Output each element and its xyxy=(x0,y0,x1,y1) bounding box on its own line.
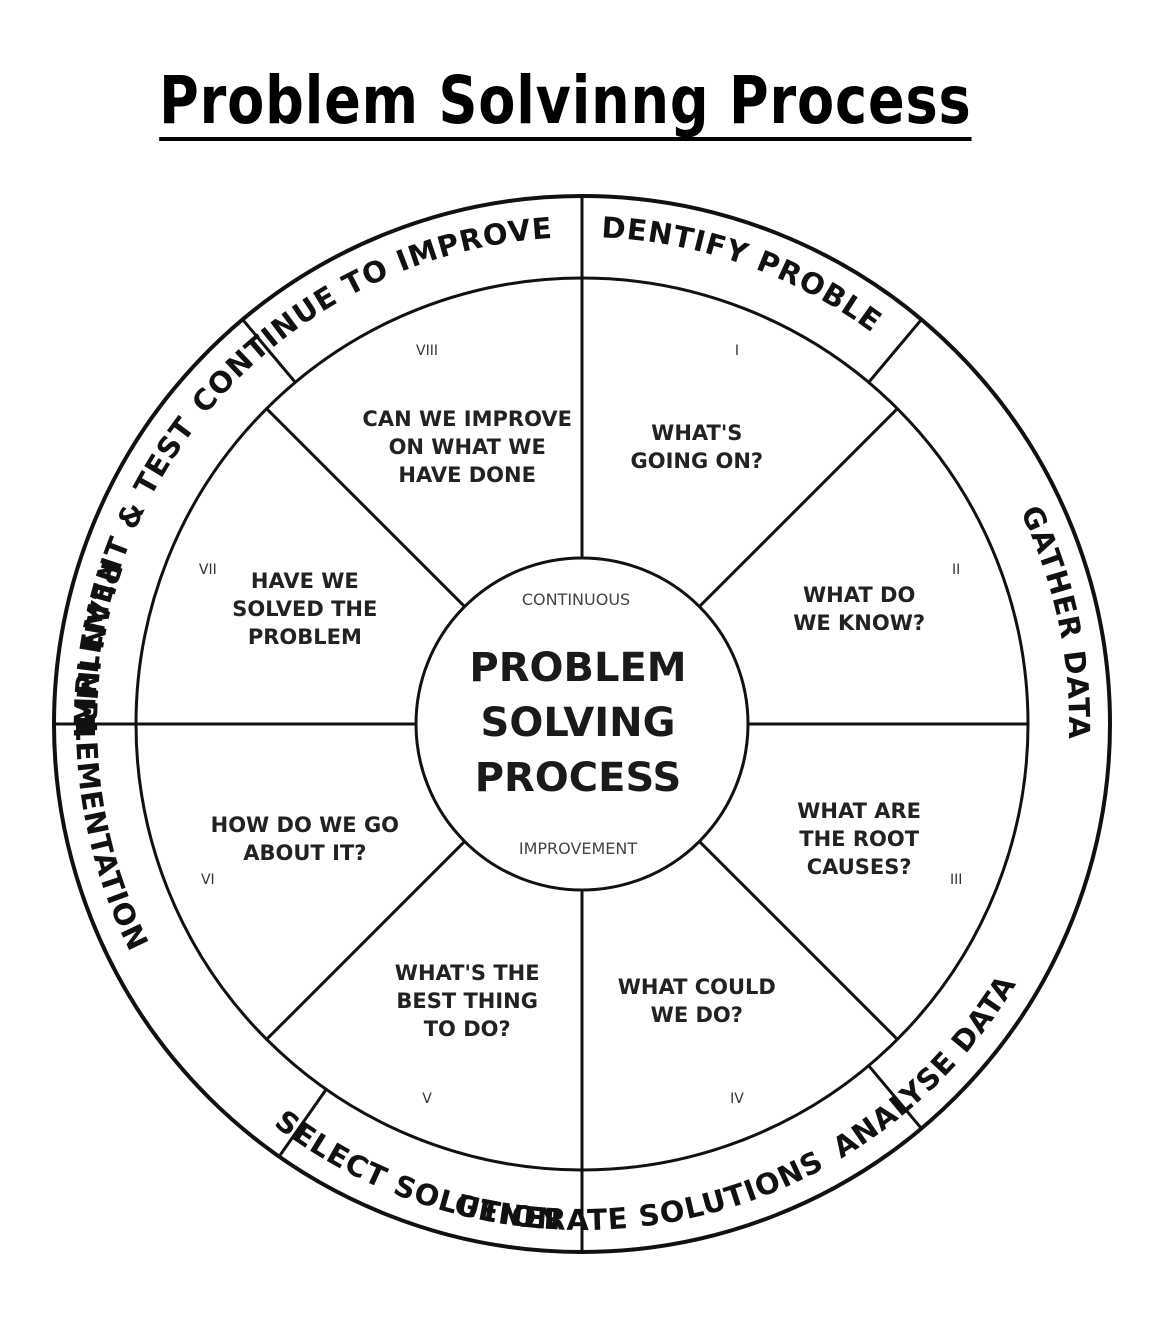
ring-label-text: IDENTIFY PROBLEM xyxy=(0,0,887,339)
segment-question-line: HOW DO WE GO xyxy=(211,813,399,837)
center-line-2: SOLVING xyxy=(481,700,676,746)
segment-question-line: THE ROOT xyxy=(799,827,919,851)
ring-label: IMPLEMENT & TEST xyxy=(68,410,202,738)
page-title: Problem Solvinng Process xyxy=(0,62,1130,139)
segment-question-line: HAVE WE xyxy=(251,569,359,593)
center-line-3: PROCESS xyxy=(475,755,682,801)
ring-label-text: IMPLEMENT & TEST xyxy=(68,410,201,738)
segment-numeral: II xyxy=(952,562,960,578)
inner-spoke xyxy=(265,840,466,1041)
ring-divider xyxy=(241,318,297,384)
segment-question-line: WHAT'S xyxy=(651,421,742,445)
segment-numeral: V xyxy=(422,1091,432,1107)
spokes xyxy=(54,196,1028,1252)
segment-question-line: CAUSES? xyxy=(807,855,912,879)
ring-divider xyxy=(867,318,923,384)
segment-question-line: WHAT DO xyxy=(803,583,915,607)
ring-divider xyxy=(277,1088,328,1158)
segment: WHAT'S THE BEST THING TO DO? V xyxy=(395,961,540,1107)
segment-numeral: VII xyxy=(199,562,217,578)
page-title-text: Problem Solvinng Process xyxy=(158,62,972,139)
segment-numeral: I xyxy=(735,343,739,359)
segment-question-line: WE DO? xyxy=(651,1003,743,1027)
segment: WHAT COULD WE DO? IV xyxy=(618,975,776,1107)
segment-numeral: VI xyxy=(201,872,215,888)
segment: CAN WE IMPROVE ON WHAT WE HAVE DONE VIII xyxy=(362,343,572,487)
segment-question-line: GOING ON? xyxy=(630,449,763,473)
segment: HOW DO WE GO ABOUT IT? VI xyxy=(201,813,399,888)
center-bottom-text: IMPROVEMENT xyxy=(519,839,638,858)
inner-spoke xyxy=(698,407,899,608)
segment: WHAT'S GOING ON? I xyxy=(630,343,763,473)
inner-spoke xyxy=(265,407,466,608)
segment-question-line: WHAT COULD xyxy=(618,975,776,999)
segments: WHAT'S GOING ON? I WHAT DO WE KNOW? II WHAT AR… xyxy=(199,343,962,1107)
segment-question-line: SOLVED THE xyxy=(232,597,377,621)
segment-numeral: IV xyxy=(730,1091,744,1107)
segment-question-line: WHAT ARE xyxy=(797,799,921,823)
segment-question-line: WHAT'S THE xyxy=(395,961,540,985)
segment-question-line: CAN WE IMPROVE xyxy=(362,407,572,431)
center-top-text: CONTINUOUS xyxy=(522,590,630,609)
segment-question-line: ON WHAT WE xyxy=(389,435,546,459)
segment-question-line: ABOUT IT? xyxy=(243,841,366,865)
segment-question-line: HAVE DONE xyxy=(398,463,536,487)
segment: HAVE WE SOLVED THE PROBLEM VII xyxy=(199,562,377,649)
ring-label: SELECT SOLUTION xyxy=(269,1103,563,1237)
segment-question-line: PROBLEM xyxy=(248,625,362,649)
ring-divider xyxy=(867,1064,923,1130)
segment-question-line: WE KNOW? xyxy=(793,611,925,635)
center-line-1: PROBLEM xyxy=(469,645,686,691)
segment-question-line: BEST THING xyxy=(396,989,538,1013)
segment: WHAT ARE THE ROOT CAUSES? III xyxy=(797,799,962,888)
ring-label-text: SELECT SOLUTION xyxy=(269,1103,562,1237)
inner-spoke xyxy=(698,840,899,1041)
segment-question-line: TO DO? xyxy=(424,1017,511,1041)
ring-label: IDENTIFY PROBLEM xyxy=(0,0,888,339)
segment-numeral: III xyxy=(950,872,962,888)
segment-numeral: VIII xyxy=(416,343,438,359)
segment: WHAT DO WE KNOW? II xyxy=(793,562,960,635)
center-hub: CONTINUOUS PROBLEM SOLVING PROCESS IMPRO… xyxy=(469,590,686,858)
